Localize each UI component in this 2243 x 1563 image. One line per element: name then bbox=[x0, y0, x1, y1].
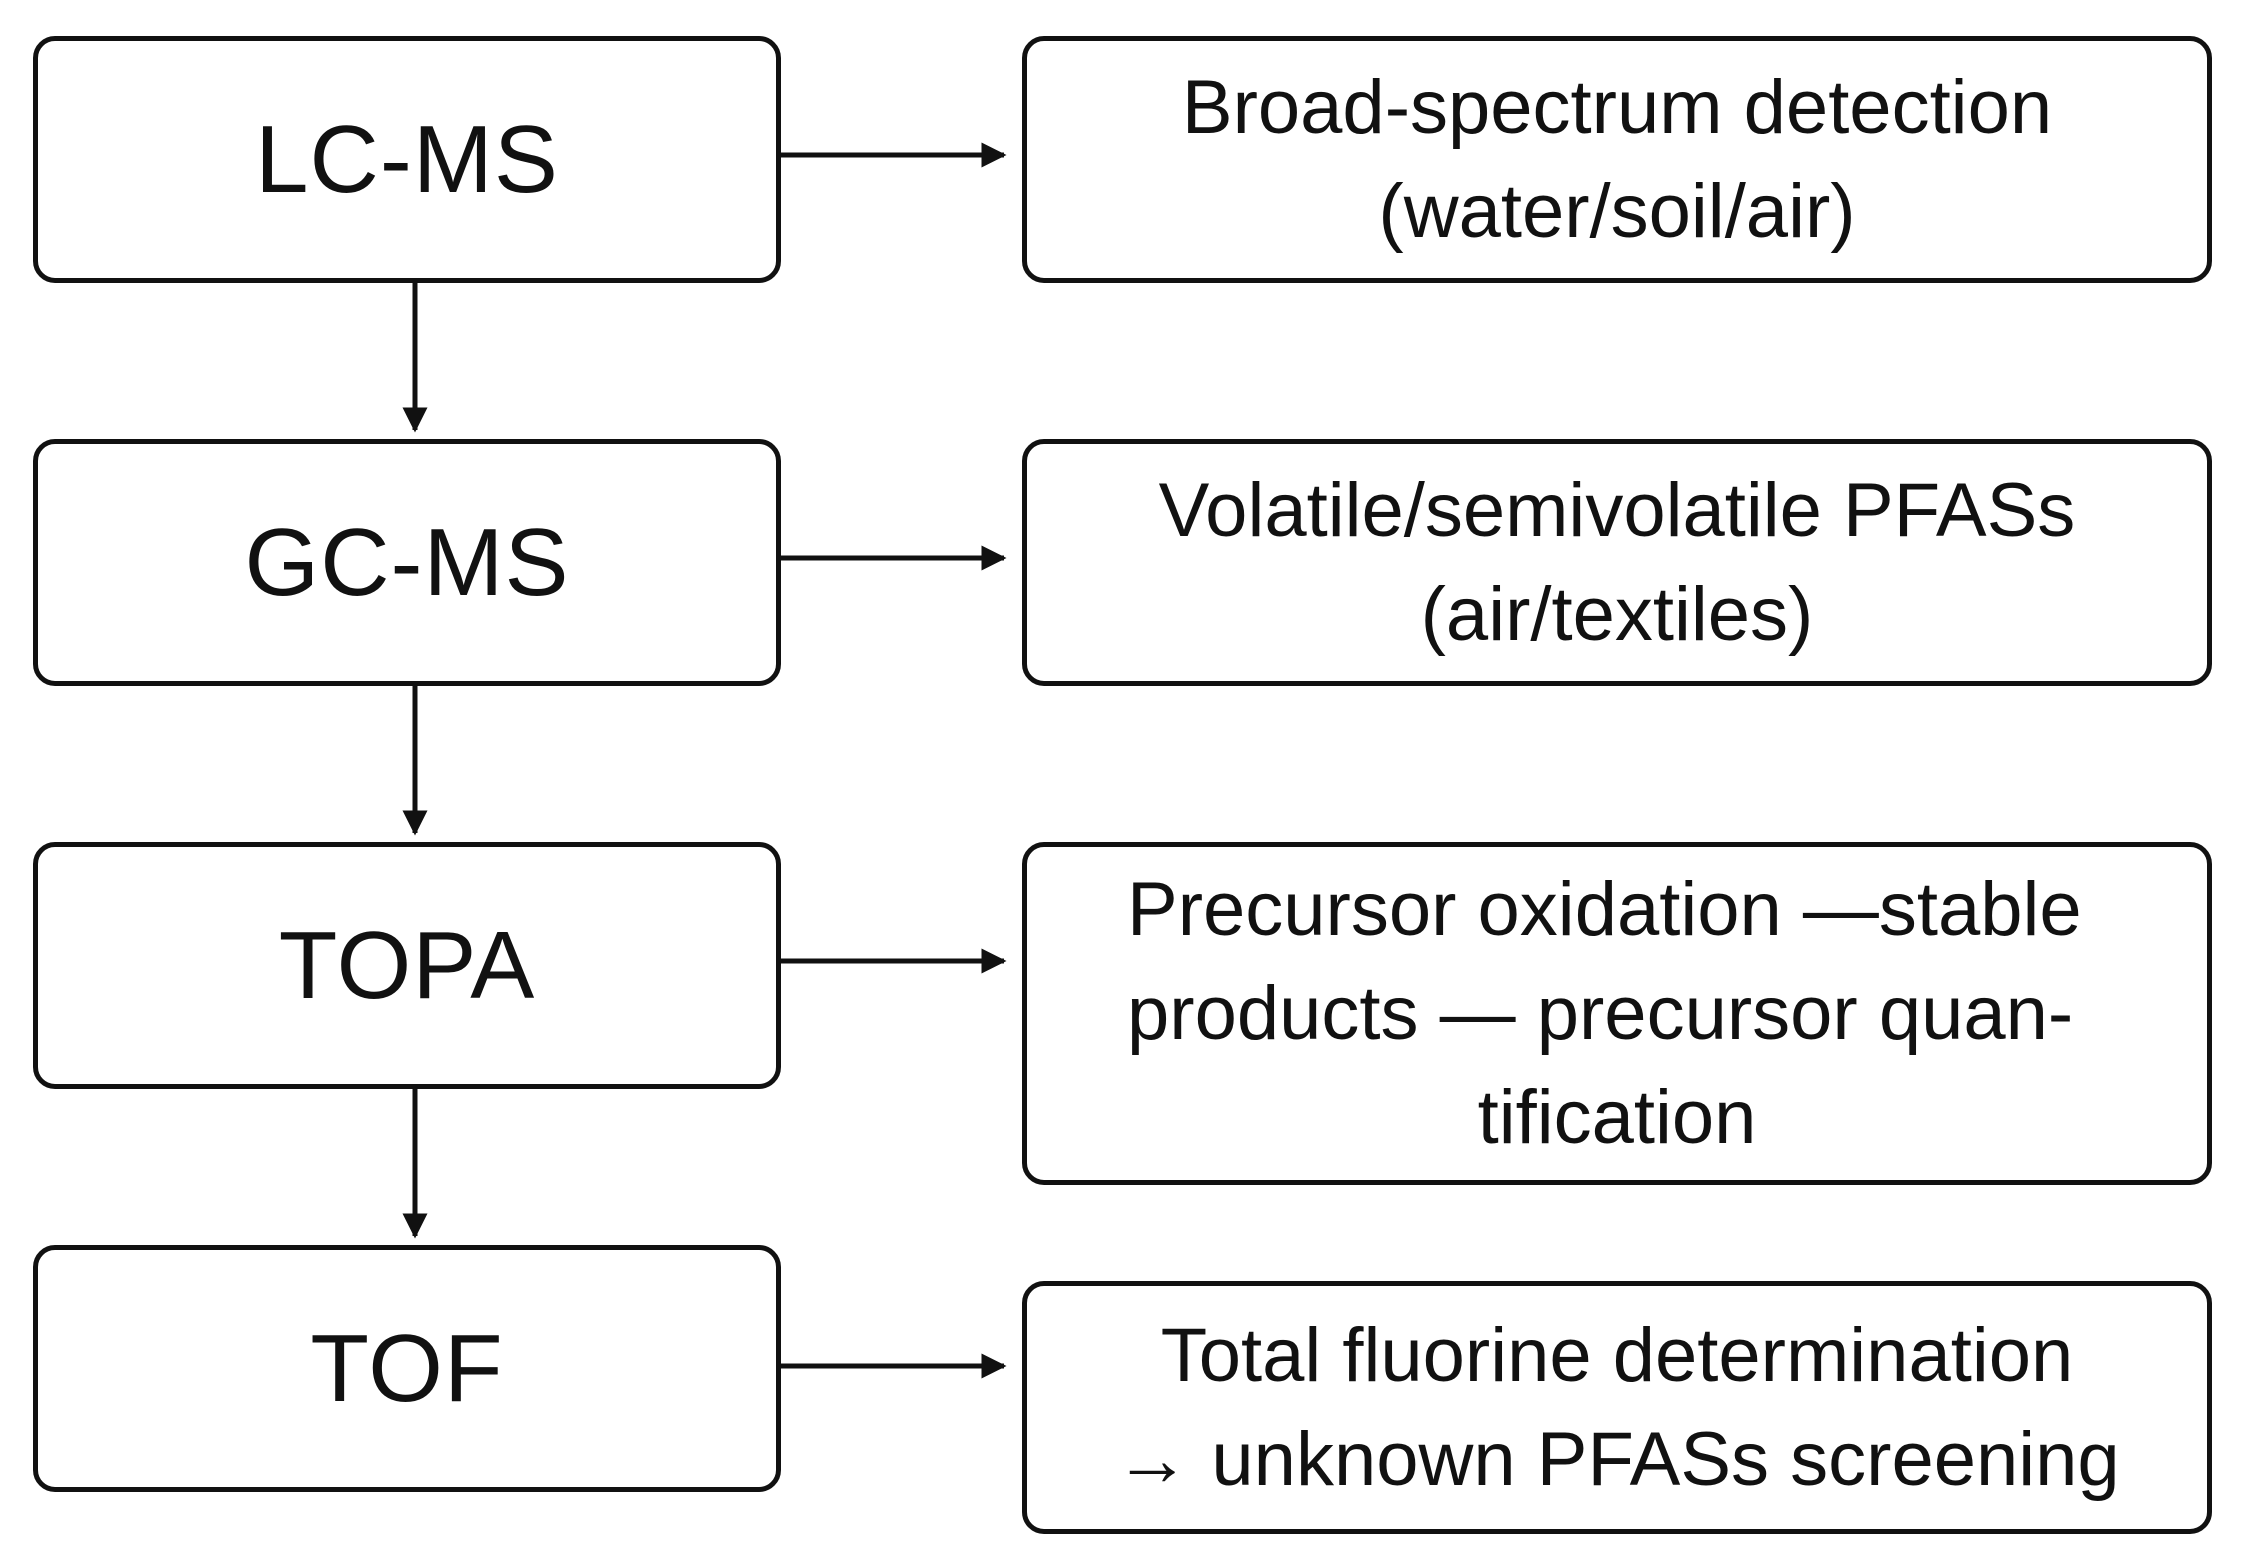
application-line: Volatile/semivolatile PFASs bbox=[1158, 467, 2076, 553]
method-label-gcms: GC-MS bbox=[244, 508, 570, 616]
method-box-tof: TOF bbox=[33, 1245, 781, 1492]
method-box-gcms: GC-MS bbox=[33, 439, 781, 686]
application-text-topa: Precursor oxidation —stable products — p… bbox=[1057, 858, 2177, 1170]
application-box-gcms: Volatile/semivolatile PFASs (air/textile… bbox=[1022, 439, 2212, 686]
application-line: Precursor oxidation —stable bbox=[1127, 866, 2082, 952]
method-label-tof: TOF bbox=[310, 1314, 504, 1422]
application-line: Total fluorine determination bbox=[1160, 1312, 2074, 1398]
application-box-tof: Total fluorine determination → unknown P… bbox=[1022, 1281, 2212, 1534]
method-label-topa: TOPA bbox=[278, 911, 536, 1019]
application-box-topa: Precursor oxidation —stable products — p… bbox=[1022, 842, 2212, 1185]
application-line: (water/soil/air) bbox=[1378, 168, 1856, 254]
application-line: products — precursor quan- bbox=[1127, 970, 2074, 1056]
method-box-lcms: LC-MS bbox=[33, 36, 781, 283]
application-line: → unknown PFASs screening bbox=[1114, 1416, 2120, 1502]
method-box-topa: TOPA bbox=[33, 842, 781, 1089]
application-text-gcms: Volatile/semivolatile PFASs (air/textile… bbox=[1057, 459, 2177, 667]
application-line: tification bbox=[1477, 1074, 1757, 1160]
application-line: (air/textiles) bbox=[1420, 571, 1814, 657]
application-line: Broad-spectrum detection bbox=[1181, 64, 2053, 150]
application-text-tof: Total fluorine determination → unknown P… bbox=[1057, 1304, 2177, 1512]
application-box-lcms: Broad-spectrum detection (water/soil/air… bbox=[1022, 36, 2212, 283]
method-label-lcms: LC-MS bbox=[255, 105, 559, 213]
application-text-lcms: Broad-spectrum detection (water/soil/air… bbox=[1057, 56, 2177, 264]
